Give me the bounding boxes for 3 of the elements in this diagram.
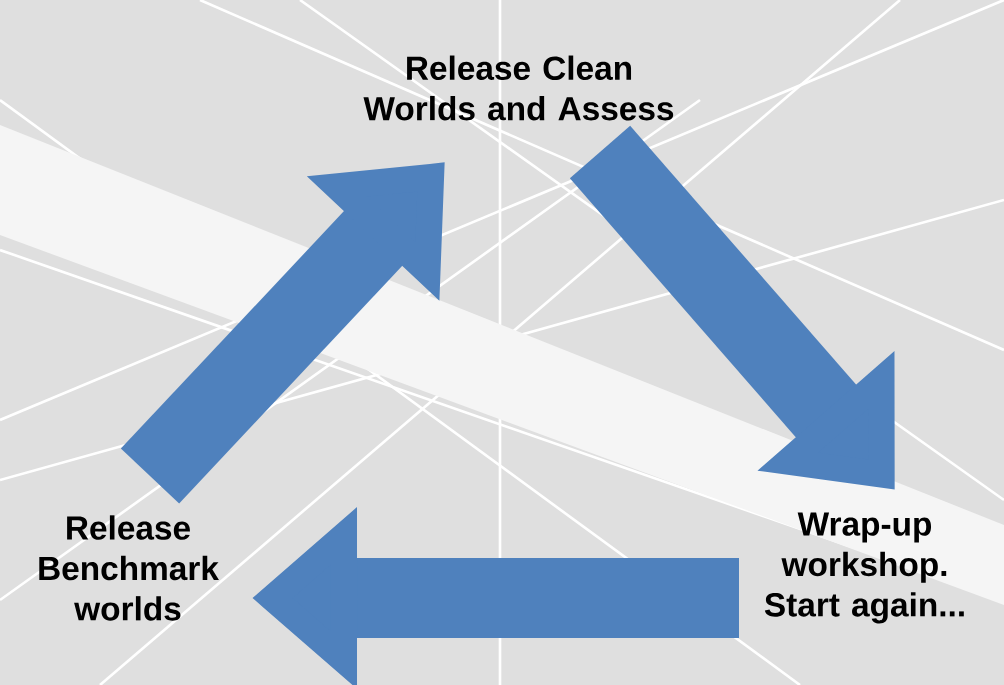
- node-label: Release Benchmark worlds: [39, 515, 219, 621]
- node-label: Release Clean Worlds and Assess: [363, 55, 674, 121]
- node-label: Wrap-up workshop. Start again...: [764, 512, 964, 624]
